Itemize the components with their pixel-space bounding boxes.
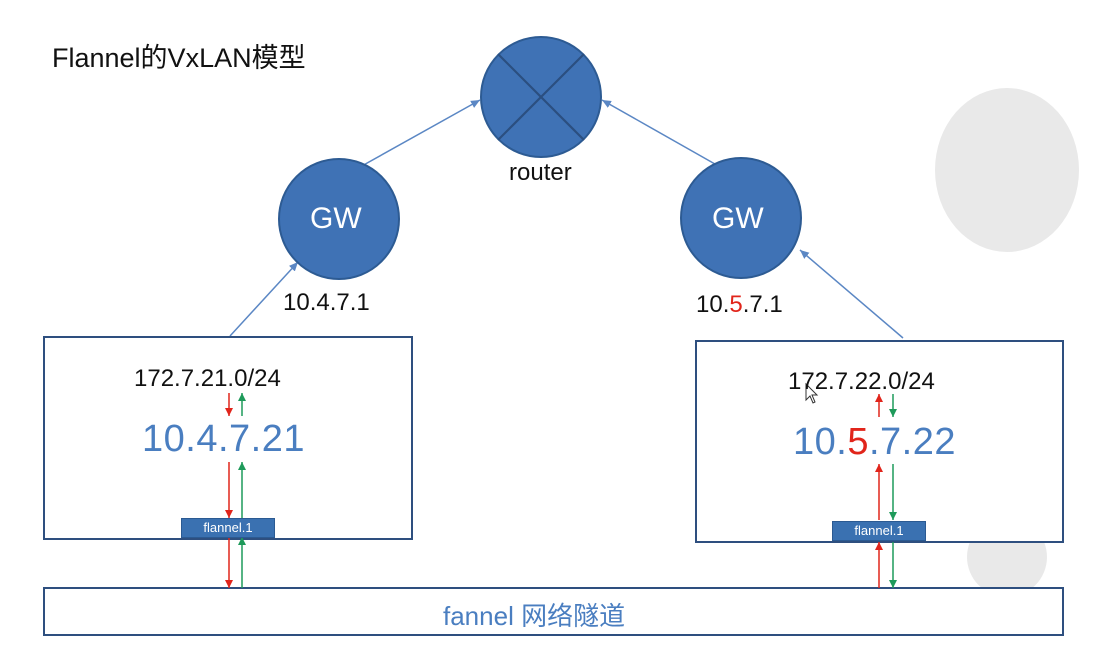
- slide-title: Flannel的VxLAN模型: [52, 43, 306, 73]
- right-gw-ip-suffix: .7.1: [742, 291, 783, 318]
- right-host-ip-prefix: 10.: [793, 421, 848, 463]
- left-gw-ip: 10.4.7.1: [283, 289, 370, 316]
- link-right-gw-to-router: [601, 99, 723, 169]
- link-left-host-to-gw: [229, 261, 299, 337]
- right-host-ip-suffix: .7.22: [868, 421, 956, 463]
- right-gw-ip-highlight: 5: [729, 291, 743, 318]
- tunnel-bar: [43, 587, 1064, 636]
- left-host-box: [43, 336, 413, 540]
- right-interface-tag: flannel.1: [832, 521, 926, 541]
- router-cross-icon: [497, 53, 585, 141]
- cursor-icon: [805, 382, 819, 404]
- link-left-gw-to-router: [359, 99, 481, 168]
- right-gw-ip-prefix: 10.: [696, 291, 730, 318]
- left-host-ip: 10.4.7.21: [142, 418, 305, 460]
- left-subnet: 172.7.21.0/24: [134, 365, 281, 392]
- right-gw-node: [680, 157, 802, 279]
- left-gw-node: [278, 158, 400, 280]
- tunnel-label-latin: fannel: [443, 601, 514, 631]
- background-shape: [935, 88, 1079, 252]
- left-gw-label: GW: [310, 202, 362, 235]
- right-gw-ip: 10.5.7.1: [696, 291, 783, 319]
- router-label: router: [509, 159, 572, 186]
- right-subnet: 172.7.22.0/24: [788, 368, 935, 395]
- right-host-ip-highlight: 5: [847, 421, 869, 463]
- link-right-host-to-gw: [799, 249, 904, 339]
- tunnel-label-cjk: 网络隧道: [521, 602, 626, 632]
- right-host-ip: 10.5.7.22: [793, 421, 956, 464]
- right-gw-label: GW: [712, 202, 764, 235]
- left-interface-tag: flannel.1: [181, 518, 275, 538]
- tunnel-label: fannel 网络隧道: [443, 596, 625, 633]
